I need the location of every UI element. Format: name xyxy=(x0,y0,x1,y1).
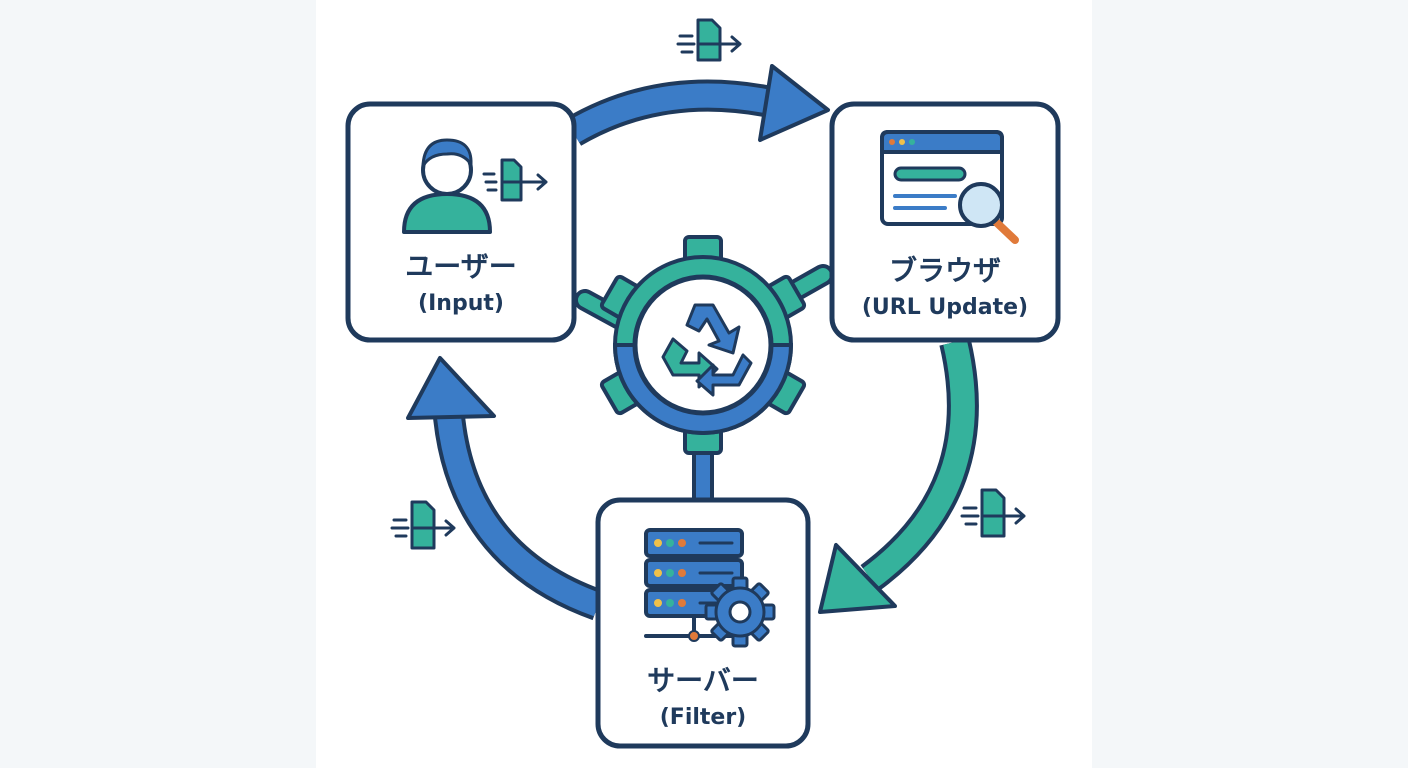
browser-window-icon xyxy=(880,130,1004,226)
user-subtitle: (Input) xyxy=(418,291,504,316)
magnifier-icon xyxy=(958,182,1019,244)
server-subtitle: (Filter) xyxy=(660,705,747,730)
recycle-icon xyxy=(661,303,753,397)
arrow-server-to-user xyxy=(406,356,604,621)
node-server: サーバー (Filter) xyxy=(595,497,811,749)
transfer-icon-top xyxy=(676,18,742,62)
transfer-icon-user xyxy=(482,158,548,202)
gear-icon xyxy=(704,576,776,648)
browser-title: ブラウザ xyxy=(889,254,1001,287)
server-rack-icon xyxy=(644,528,744,642)
node-user: ユーザー (Input) xyxy=(345,101,577,343)
recycle-gear-icon xyxy=(599,235,807,455)
server-title: サーバー xyxy=(647,664,759,697)
arrow-browser-to-server xyxy=(818,338,979,614)
user-title: ユーザー xyxy=(405,250,516,283)
transfer-icon-left xyxy=(390,500,456,550)
user-icon xyxy=(402,138,492,234)
arrow-user-to-browser xyxy=(564,64,830,146)
node-browser: ブラウザ (URL Update) xyxy=(829,101,1061,343)
transfer-icon-right xyxy=(960,488,1026,538)
browser-subtitle: (URL Update) xyxy=(862,295,1028,320)
